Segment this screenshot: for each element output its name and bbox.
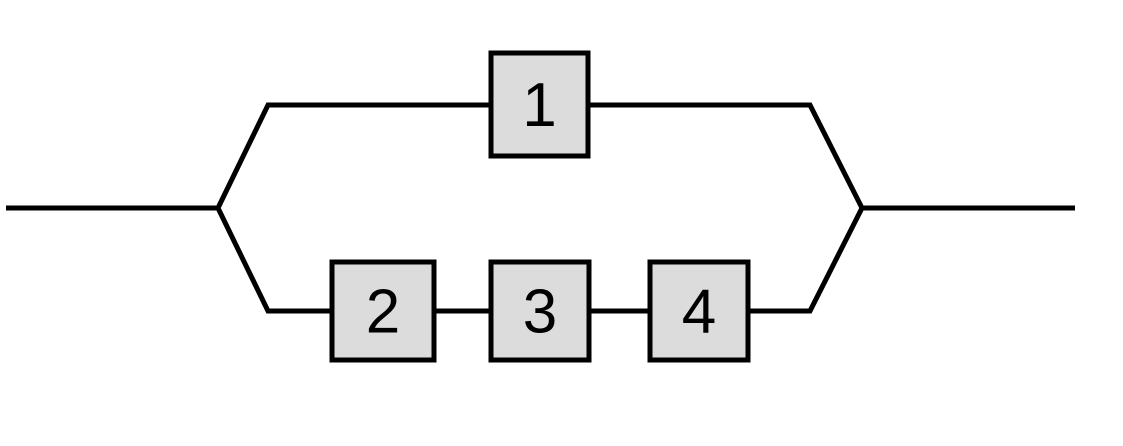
block-1[interactable]: 1 xyxy=(488,50,591,159)
block-layer: 1 2 3 4 xyxy=(329,50,751,363)
block-3[interactable]: 3 xyxy=(488,259,592,363)
block-4-rect[interactable] xyxy=(647,259,751,363)
connector-layer xyxy=(6,102,1075,314)
upper-branch-to-merge-line xyxy=(588,102,865,210)
block-3-label: 3 xyxy=(523,278,557,347)
block-4[interactable]: 4 xyxy=(647,259,751,363)
block-2[interactable]: 2 xyxy=(329,259,437,363)
split-to-upper-branch-line xyxy=(215,102,491,210)
lower-branch-to-merge-line xyxy=(748,206,865,314)
split-to-lower-branch-line xyxy=(215,206,332,314)
block-4-label: 4 xyxy=(682,278,716,347)
block-2-label: 2 xyxy=(366,278,400,347)
block-1-label: 1 xyxy=(522,71,556,140)
block-1-rect[interactable] xyxy=(488,50,591,159)
block-2-rect[interactable] xyxy=(329,259,437,363)
block-3-rect[interactable] xyxy=(488,259,592,363)
